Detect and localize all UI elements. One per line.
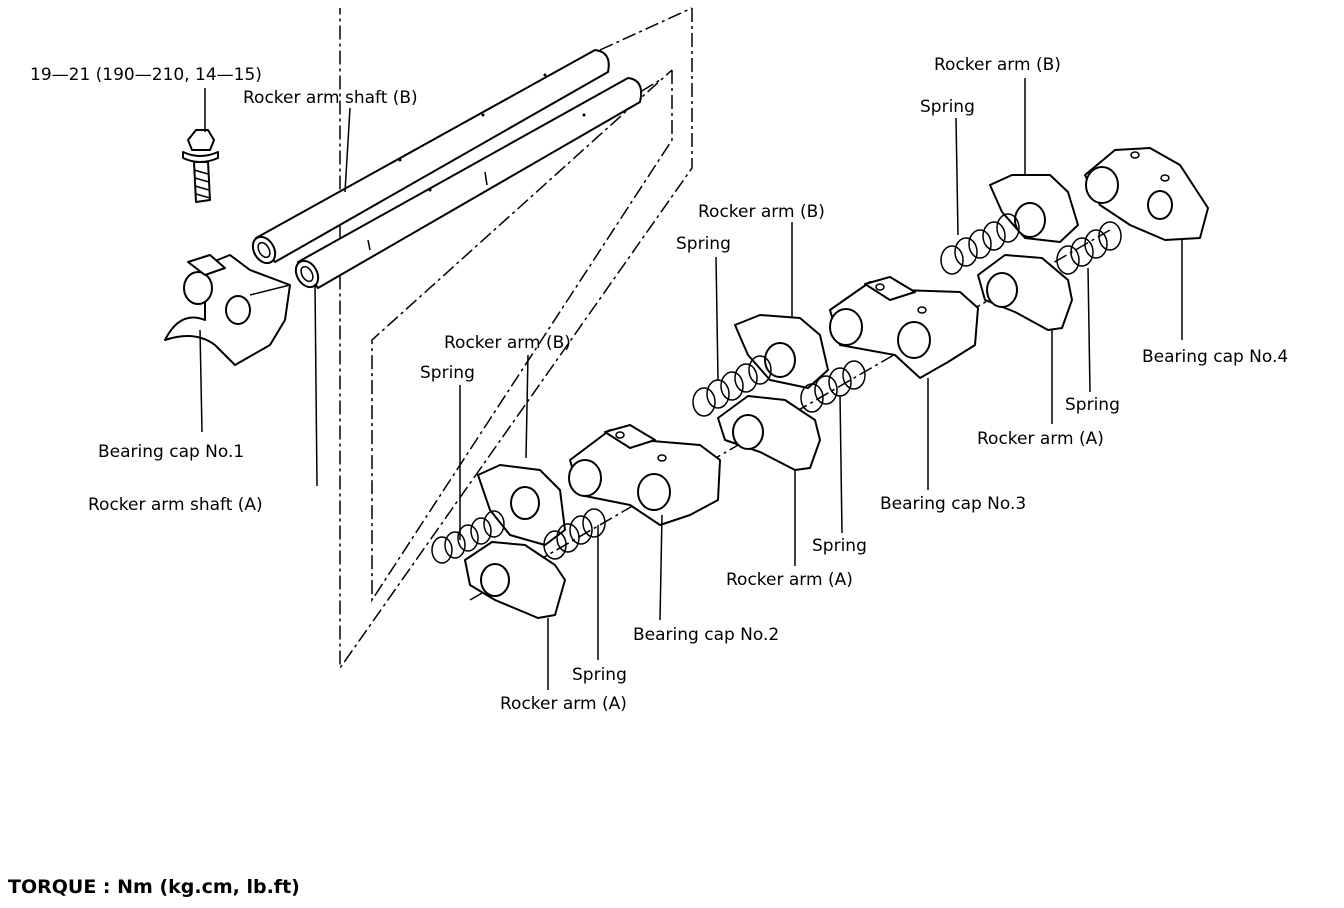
rocker-arm-b-1-label: Rocker arm (B) bbox=[444, 333, 571, 353]
rocker-arm-shaft-b-label: Rocker arm shaft (B) bbox=[243, 88, 418, 108]
rocker-arm-shaft-a bbox=[294, 77, 643, 289]
bearing-cap-no2-icon bbox=[568, 424, 721, 526]
bearing-cap-no3-label: Bearing cap No.3 bbox=[880, 494, 1026, 514]
rocker-arm-a-2-icon bbox=[717, 395, 821, 471]
leader-lines bbox=[199, 78, 1183, 690]
rocker-arm-a-3-icon bbox=[977, 254, 1073, 331]
bolt-icon bbox=[182, 129, 219, 203]
spring-1-icon bbox=[431, 510, 505, 564]
bearing-cap-no1-label: Bearing cap No.1 bbox=[98, 442, 244, 462]
rocker-arm-a-3-label: Rocker arm (A) bbox=[977, 429, 1104, 449]
torque-unit-legend: TORQUE : Nm (kg.cm, lb.ft) bbox=[8, 876, 300, 898]
spring-1-label: Spring bbox=[420, 363, 475, 383]
rocker-arm-a-1-label: Rocker arm (A) bbox=[500, 694, 627, 714]
rocker-arm-b-2-icon bbox=[734, 314, 829, 389]
bolt-torque-label: 19—21 (190—210, 14—15) bbox=[30, 65, 262, 85]
assembly-frame-lines bbox=[339, 7, 693, 671]
spring-6-icon bbox=[1056, 221, 1122, 275]
rocker-arm-shaft-a-label: Rocker arm shaft (A) bbox=[88, 495, 263, 515]
spring-3-label: Spring bbox=[676, 234, 731, 254]
spring-6-label: Spring bbox=[1065, 395, 1120, 415]
bearing-cap-no2-label: Bearing cap No.2 bbox=[633, 625, 779, 645]
spring-2-label: Spring bbox=[572, 665, 627, 685]
spring-2-icon bbox=[543, 508, 606, 560]
rocker-arm-b-2-label: Rocker arm (B) bbox=[698, 202, 825, 222]
rocker-arm-b-3-label: Rocker arm (B) bbox=[934, 55, 1061, 75]
bearing-cap-no3-icon bbox=[829, 276, 979, 379]
rocker-arm-b-1-icon bbox=[477, 464, 566, 546]
spring-5-label: Spring bbox=[920, 97, 975, 117]
bearing-cap-no4-icon bbox=[1084, 147, 1209, 241]
rocker-arm-b-3-icon bbox=[989, 174, 1079, 243]
bearing-cap-no1-icon bbox=[164, 254, 291, 366]
bearing-cap-no4-label: Bearing cap No.4 bbox=[1142, 347, 1288, 367]
spring-5-icon bbox=[940, 213, 1020, 275]
rocker-arm-shaft-b bbox=[251, 49, 610, 265]
rocker-arm-a-2-label: Rocker arm (A) bbox=[726, 570, 853, 590]
spring-4-label: Spring bbox=[812, 536, 867, 556]
rocker-arm-a-1-icon bbox=[464, 541, 566, 619]
